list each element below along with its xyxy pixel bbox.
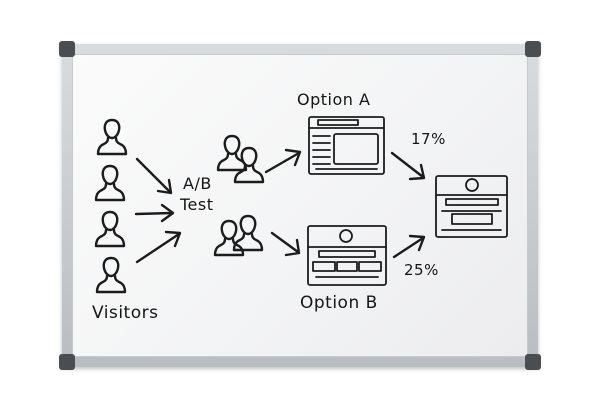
visitors-label: Visitors (92, 303, 159, 323)
visitor-person-icon-1 (96, 118, 128, 156)
frame-corner-top-left (59, 41, 75, 57)
option-a-label: Option A (297, 90, 371, 109)
ab-test-label-line2: Test (180, 195, 214, 214)
visitor-person-icon-4 (95, 256, 127, 294)
arrow-icon-option-a-to-result (390, 151, 426, 181)
arrow-icon-visitors-bottom (135, 230, 182, 264)
option-b-conversion-rate: 25% (404, 261, 439, 279)
arrow-icon-to-option-a (264, 148, 302, 174)
ab-test-label-line1: A/B (183, 174, 212, 193)
arrow-icon-visitors-middle (134, 203, 175, 223)
option-a-conversion-rate: 17% (411, 130, 446, 148)
arrow-icon-option-b-to-result (392, 234, 426, 259)
frame-corner-bottom-right (525, 354, 541, 370)
option-b-webpage-icon (307, 225, 387, 286)
group-b-people-group-icon (213, 214, 264, 257)
arrow-icon-to-option-b (270, 231, 301, 257)
option-b-label: Option B (300, 293, 378, 313)
option-a-webpage-icon (308, 116, 385, 175)
frame-corner-bottom-left (59, 354, 75, 370)
result-webpage-icon (435, 175, 508, 238)
frame-corner-top-right (525, 41, 541, 57)
visitor-person-icon-2 (94, 164, 126, 202)
visitor-person-icon-3 (94, 210, 126, 248)
group-a-people-group-icon (216, 134, 265, 184)
arrow-icon-visitors-top (135, 157, 173, 195)
